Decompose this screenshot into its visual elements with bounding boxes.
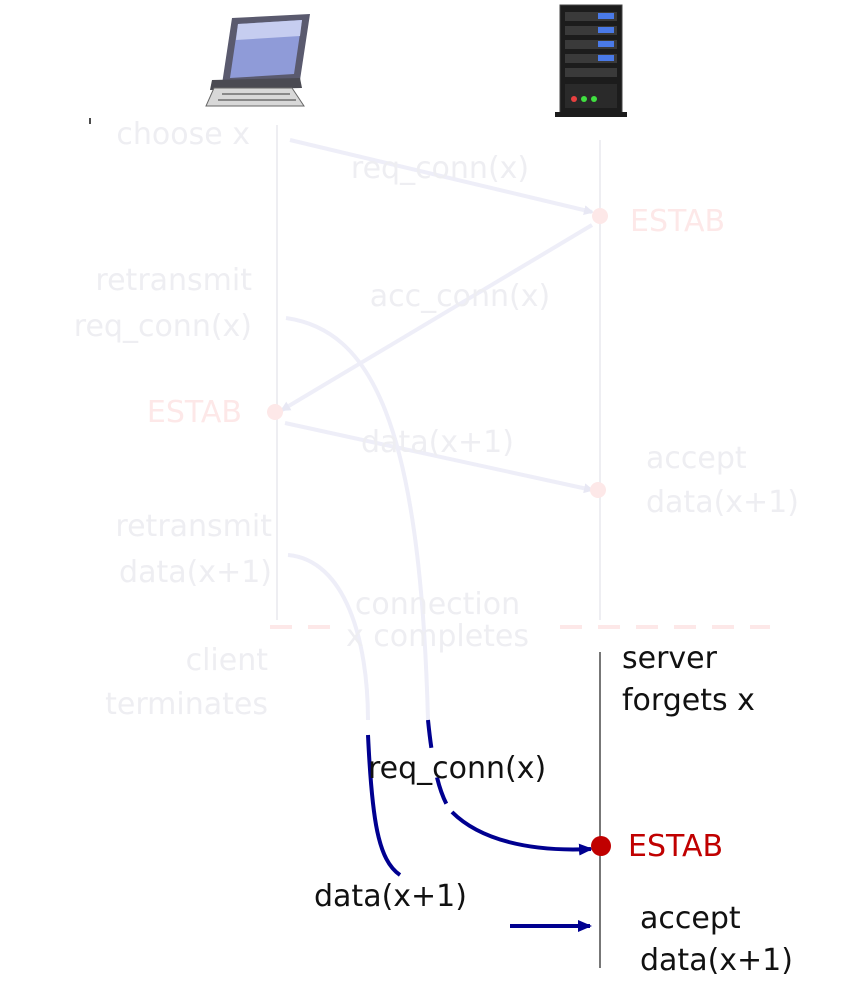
- client-choose-label: choose x: [116, 117, 250, 152]
- client-retransmit-data-line1: retransmit: [115, 509, 272, 544]
- faded-server-accept-dot: [590, 482, 606, 498]
- connection-completes-line1: connection: [354, 587, 521, 622]
- server-tower-icon: [555, 4, 627, 117]
- server-estab-label: ESTAB: [628, 829, 724, 864]
- delayed-data-curve: [366, 734, 402, 877]
- server-accept-line1: accept: [640, 901, 741, 936]
- faded-retransmit-req-curve: [285, 316, 430, 721]
- faded-server-estab-label: ESTAB: [630, 204, 726, 239]
- faded-acc-conn-arrow: [280, 223, 594, 412]
- client-terminates-line2: terminates: [105, 687, 268, 722]
- faded-retransmit-data-curve: [287, 553, 370, 721]
- faded-data-arrow: [284, 421, 594, 494]
- faded-client-estab-label: ESTAB: [146, 395, 242, 430]
- faded-server-accept-line2: data(x+1): [646, 485, 799, 520]
- connection-completes-line2: x completes: [345, 619, 530, 654]
- req-conn-label: req_conn(x): [368, 751, 547, 786]
- client-terminates-line1: client: [185, 643, 268, 678]
- faded-server-estab-dot: [592, 208, 608, 224]
- client-retransmit-req-line1: retransmit: [95, 263, 252, 298]
- faded-acc-conn-label: acc_conn(x): [369, 279, 551, 314]
- server-forgets-line1: server: [622, 641, 717, 676]
- delayed-req-conn-curve-upper: [426, 719, 452, 812]
- client-computer-icon: [205, 14, 310, 107]
- client-retransmit-req-line2: req_conn(x): [73, 309, 252, 344]
- delayed-req-conn-arrow: [450, 810, 593, 856]
- server-estab-dot: [591, 836, 611, 856]
- client-retransmit-data-line2: data(x+1): [119, 555, 272, 590]
- server-forgets-line2: forgets x: [622, 683, 755, 718]
- data-label: data(x+1): [314, 879, 467, 914]
- faded-req-conn-label: req_conn(x): [350, 151, 530, 186]
- faded-data-label: data(x+1): [361, 425, 514, 460]
- faded-server-accept-line1: accept: [646, 441, 747, 476]
- faded-client-estab-dot: [267, 404, 283, 420]
- server-accept-line2: data(x+1): [640, 943, 793, 978]
- faded-req-conn-arrow: [289, 138, 594, 216]
